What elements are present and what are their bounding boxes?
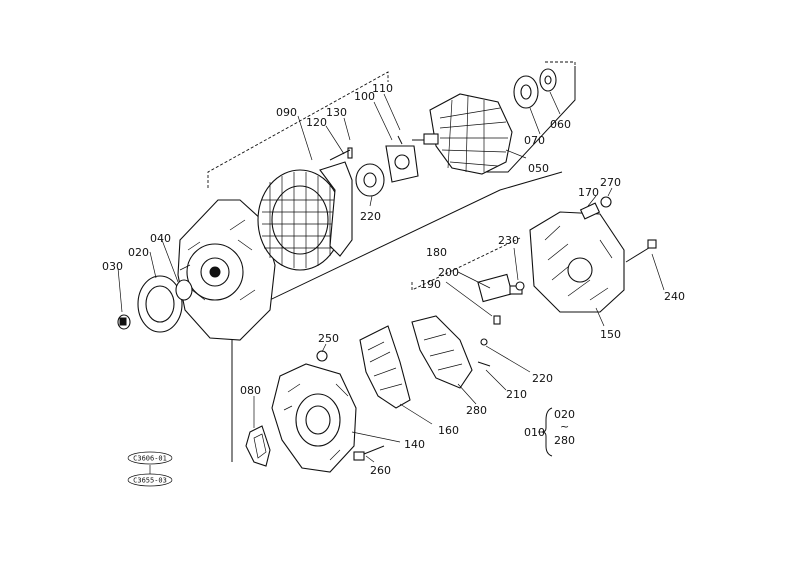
label-040: 040 (150, 232, 171, 245)
pulley-group (117, 275, 193, 333)
rotor (412, 93, 513, 175)
ref-stamp-top: C3606-01 (133, 455, 167, 463)
rear-housing (271, 363, 357, 473)
label-020-assembly: 020 (554, 408, 575, 421)
label-140: 140 (404, 438, 425, 451)
label-100: 100 (354, 90, 375, 103)
part-labels: 090 120 130 100 110 220 070 060 050 020 … (102, 82, 685, 477)
stator (257, 169, 343, 271)
label-220-top: 220 (360, 210, 381, 223)
label-160: 160 (438, 424, 459, 437)
label-090: 090 (276, 106, 297, 119)
label-270: 270 (600, 176, 621, 189)
label-070: 070 (524, 134, 545, 147)
label-150: 150 (600, 328, 621, 341)
label-170: 170 (578, 186, 599, 199)
rectifier (359, 325, 411, 409)
rear-cover (529, 211, 625, 313)
front-housing (177, 199, 276, 341)
label-030: 030 (102, 260, 123, 273)
label-280-bottom: 280 (466, 404, 487, 417)
label-250: 250 (318, 332, 339, 345)
label-060: 060 (550, 118, 571, 131)
stator-housing (319, 161, 353, 257)
rear-bearings (513, 68, 557, 109)
label-280-assembly: 280 (554, 434, 575, 447)
label-range-tilde: ~ (560, 420, 569, 433)
leader-lines (117, 91, 665, 463)
label-230: 230 (498, 234, 519, 247)
label-050: 050 (528, 162, 549, 175)
seal-ring (245, 425, 271, 467)
small-bolts (316, 338, 491, 461)
label-200: 200 (438, 266, 459, 279)
bolts-right (579, 196, 657, 263)
group-brackets (207, 61, 576, 462)
label-240: 240 (664, 290, 685, 303)
label-080: 080 (240, 384, 261, 397)
label-210: 210 (506, 388, 527, 401)
bearing-plate (329, 135, 419, 197)
label-110: 110 (372, 82, 393, 95)
label-260: 260 (370, 464, 391, 477)
label-180: 180 (426, 246, 447, 259)
label-020-left: 020 (128, 246, 149, 259)
reference-stamps: C3606-01 C3655-03 (127, 451, 173, 487)
label-220-bottom: 220 (532, 372, 553, 385)
label-010: 010 (524, 426, 545, 439)
regulator (445, 273, 525, 325)
brush-holder (411, 315, 473, 389)
assembly-bracket (538, 407, 553, 457)
label-190: 190 (420, 278, 441, 291)
label-120: 120 (306, 116, 327, 129)
ref-stamp-bottom: C3655-03 (133, 477, 167, 485)
label-130: 130 (326, 106, 347, 119)
